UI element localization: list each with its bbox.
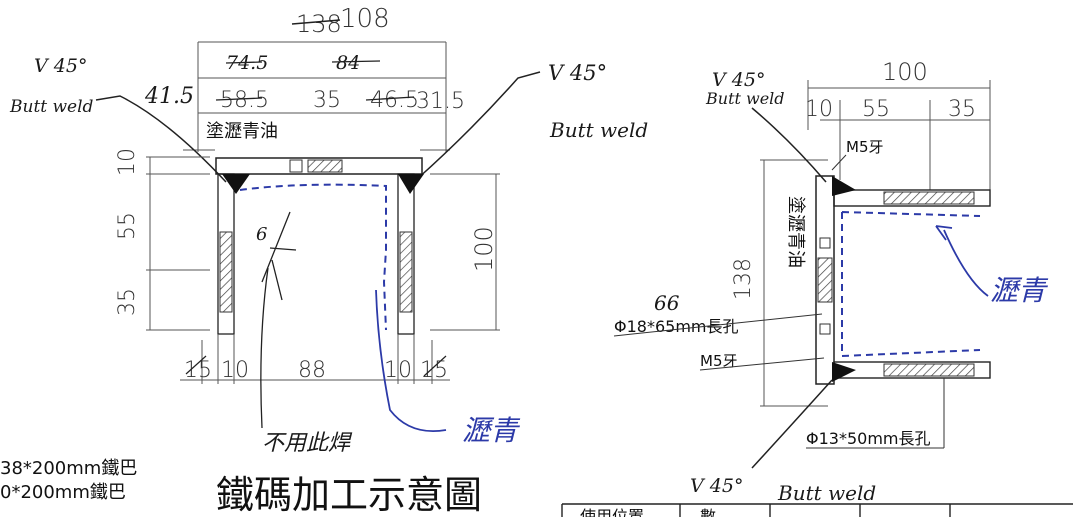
right-m5-top-leader: [831, 154, 847, 171]
left-top-hatch: [307, 159, 343, 173]
left-view: 138 108 74.5 84 41.5 31.5 58.5 35 46.5 塗…: [9, 4, 648, 456]
left-bracket: [215, 157, 424, 335]
right-weld-angle-left-view: V 45°: [548, 61, 607, 85]
right-vdim-138: 138: [731, 258, 756, 300]
left-row3-left-struck: 58.5: [220, 88, 269, 113]
blue-asphalt-arrowhead: [935, 225, 953, 241]
left-vdim-55: 55: [115, 212, 140, 240]
right-bottom-arm-hatch: [883, 363, 975, 377]
right-weld-bead-bottom: [832, 362, 856, 382]
left-row2-right-strike: [331, 60, 381, 63]
left-row3-mid: 35: [313, 88, 341, 113]
right-vertical-hole-b: [819, 323, 831, 335]
right-weld-top-angle: V 45°: [712, 69, 765, 91]
left-row3-right-strike: [365, 96, 415, 101]
right-top-10: 10: [805, 97, 833, 122]
right-weld-bead-top: [832, 176, 856, 196]
right-m5-bottom: M5牙: [700, 352, 738, 370]
table-cell-2: 數: [700, 507, 716, 517]
right-vertical-hatch: [817, 257, 833, 303]
right-hole-13: Φ13*50mm長孔: [806, 429, 931, 448]
note-no-weld: 不用此焊: [262, 431, 353, 456]
left-bottom-dims: [180, 334, 450, 384]
title-block-table: [561, 503, 1073, 517]
right-bracket: [815, 175, 991, 385]
left-offset-right: 31.5: [416, 89, 465, 114]
right-weld-top-leader: [751, 107, 827, 183]
right-hole-annot-hand: 66: [654, 291, 680, 315]
right-weld-bottom-type: Butt weld: [777, 481, 876, 505]
right-weld-type-left-view: Butt weld: [549, 118, 648, 142]
left-asphalt-outline: [239, 183, 387, 331]
note-asphalt-left: 瀝青: [462, 414, 521, 447]
left-weld-bead-left: [222, 174, 250, 194]
left-row3-left-strike: [215, 97, 263, 101]
left-annotation-strike: [261, 211, 297, 301]
left-weld-leader: [95, 95, 227, 183]
blue-asphalt-leader-left: [375, 289, 447, 432]
left-coating-label: 塗瀝青油: [206, 120, 278, 142]
right-vertical-plate: [815, 175, 835, 385]
left-weld-type: Butt weld: [9, 97, 94, 117]
left-weld-angle: V 45°: [34, 55, 87, 77]
left-weld-bead-right: [398, 174, 424, 194]
right-top-arm: [833, 189, 991, 207]
note-asphalt-right: 瀝青: [990, 274, 1049, 307]
left-vdim-10: 10: [115, 148, 140, 176]
left-vertical-dims: [146, 156, 500, 331]
left-top-plate: [215, 157, 423, 175]
left-row2-right-struck: 84: [336, 52, 360, 74]
right-m5-top: M5牙: [846, 138, 884, 156]
right-hole-18: Φ18*65mm長孔: [614, 317, 739, 336]
left-top-total: 108: [340, 4, 390, 34]
right-top-55: 55: [862, 97, 890, 122]
right-weld-top-type: Butt weld: [705, 89, 785, 108]
right-weld-bottom-angle: V 45°: [690, 475, 743, 497]
left-top-hole: [289, 159, 303, 173]
right-coating-vertical: 塗瀝青油: [785, 196, 807, 268]
left-bottom-15-right-strike: [423, 355, 447, 377]
right-vertical-hole-a: [819, 237, 831, 249]
left-top-strike: [291, 19, 341, 25]
right-asphalt-outline: [841, 211, 981, 358]
left-bottom-15-left-strike: [185, 355, 207, 375]
left-dimension-table: [183, 41, 450, 152]
left-bottom-88: 88: [298, 358, 326, 383]
table-cell-1: 使用位置: [580, 507, 644, 517]
right-m5-bottom-leader: [699, 357, 825, 371]
no-weld-leader: [260, 267, 269, 429]
left-bottom-10-left: 10: [221, 358, 249, 383]
left-vdim-35: 35: [115, 288, 140, 316]
left-row2-left-strike: [225, 61, 263, 64]
note-line-1: 38*200mm鐵巴: [0, 458, 137, 479]
left-row3-right-struck: 46.5: [370, 88, 419, 113]
note-line-2: 0*200mm鐵巴: [0, 482, 126, 503]
left-vdim-100: 100: [470, 226, 498, 272]
right-hole-18-leader: [613, 313, 823, 337]
left-offset-left: 41.5: [144, 84, 194, 109]
page-title: 鐵碼加工示意圖: [216, 473, 482, 517]
left-bottom-15-left: 15: [184, 358, 212, 383]
left-leg-left-hatch: [219, 231, 233, 313]
right-view: 100 10 55 35 V 45° Butt weld M5牙 塗瀝青油 13…: [613, 58, 1049, 505]
right-top-arm-hatch: [883, 191, 975, 205]
blue-asphalt-leader-right: [943, 229, 989, 297]
left-bottom-15-right: 15: [420, 358, 448, 383]
right-top-total: 100: [882, 58, 928, 86]
left-bottom-10-right: 10: [384, 358, 412, 383]
left-top-total-struck: 138: [296, 10, 342, 38]
right-dimension-lines: [760, 80, 991, 407]
right-weld-leader-left-view: [415, 71, 541, 181]
left-vdim-6: 6: [256, 224, 267, 245]
left-leg-right-hatch: [399, 231, 413, 313]
right-top-35: 35: [948, 97, 976, 122]
right-weld-bottom-leader: [751, 379, 833, 469]
